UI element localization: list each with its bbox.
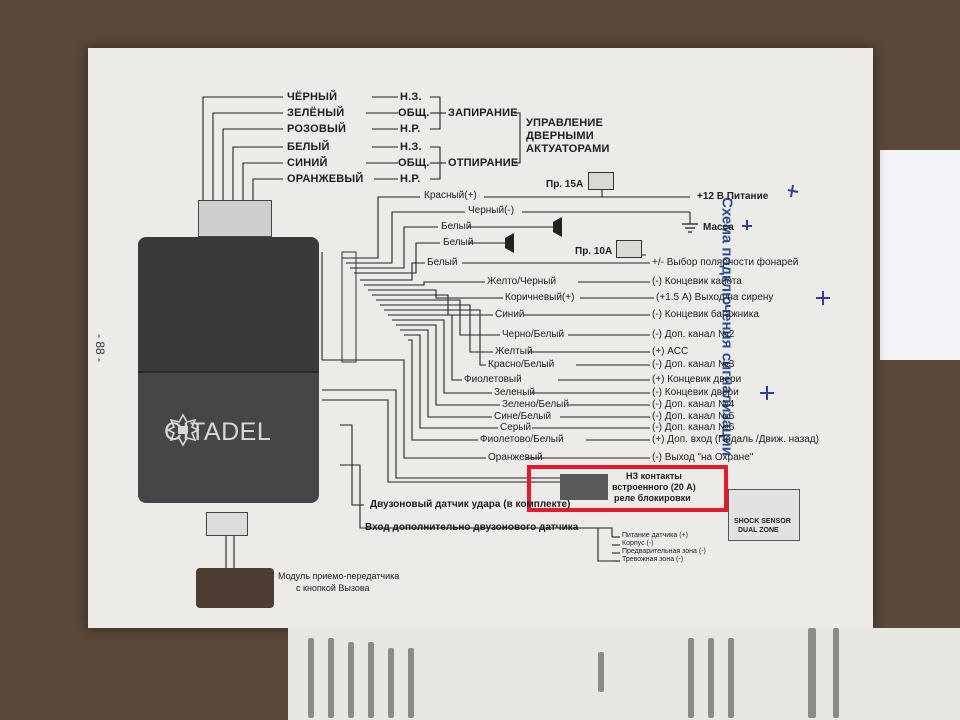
- sensor-pin-label: Питание датчика (+): [622, 532, 688, 539]
- wire-function: (+) Концевик двери: [652, 374, 742, 385]
- highlight-box: [527, 465, 728, 512]
- actuator-contact: Н.Р.: [400, 123, 421, 135]
- page-number: - 88 -: [93, 333, 108, 363]
- shock-sensor-box: [728, 489, 800, 541]
- lock-label: ЗАПИРАНИЕ: [448, 107, 518, 119]
- actuator-group-label: УПРАВЛЕНИЕ: [526, 117, 603, 129]
- wire-color: Желто/Черный: [487, 276, 557, 287]
- power-red-wire: Красный(+): [424, 190, 477, 201]
- wire-color: Фиолетовый: [464, 374, 522, 385]
- light-white-wire: Белый: [443, 237, 474, 248]
- wire-color: Сине/Белый: [494, 411, 552, 422]
- power-black-wire: Черный(-): [468, 205, 515, 216]
- wire-function: (-) Доп. канал №4: [652, 399, 735, 410]
- wire-function: (+1.5 А) Выход на сирену: [656, 292, 774, 303]
- citadel-logo-icon: [166, 413, 200, 447]
- wire-function: +/- Выбор полярности фонарей: [652, 257, 799, 268]
- actuator-wire-color: ЗЕЛЁНЫЙ: [287, 107, 345, 119]
- relay-note-line: реле блокировки: [614, 493, 691, 503]
- wire-color: Желтый: [495, 346, 533, 357]
- actuator-wire-color: РОЗОВЫЙ: [287, 123, 347, 135]
- wire-color: Черно/Белый: [502, 329, 565, 340]
- fuse-10a-icon: [616, 240, 642, 258]
- sensor-pin-label: Предварительная зона (-): [622, 548, 706, 555]
- actuator-wire-color: ЧЁРНЫЙ: [287, 91, 338, 103]
- wire-color: Оранжевый: [488, 452, 543, 463]
- actuator-contact: Н.З.: [400, 141, 422, 153]
- sensor-pin-label: Корпус (-): [622, 540, 654, 547]
- wire-function: (+) Доп. вход (Педаль /Движ. назад): [652, 434, 819, 445]
- wire-function: (+) АСС: [652, 346, 689, 357]
- relay-block: [560, 474, 608, 500]
- relay-note-line: НЗ контакты: [626, 471, 682, 481]
- wire-color: Красно/Белый: [488, 359, 555, 370]
- fuse-15a-label: Пр. 15А: [546, 179, 584, 190]
- shock-sensor-box-label: SHOCK SENSOR: [734, 518, 791, 525]
- bottom-connector: [206, 512, 248, 536]
- sensor-pin-label: Тревожная зона (-): [622, 556, 684, 563]
- alarm-unit-top: [138, 237, 319, 371]
- shock-sensor-input-label: Вход дополнительно двузонового датчика: [365, 522, 579, 533]
- actuator-contact: Н.З.: [400, 91, 422, 103]
- wire-function: (-) Концевик багажника: [652, 309, 759, 320]
- wire-function: (-) Доп. канал №3: [652, 359, 735, 370]
- background-monitor: [880, 150, 960, 360]
- shock-sensor-box-label: DUAL ZONE: [738, 527, 779, 534]
- fuse-10a-label: Пр. 10А: [575, 246, 613, 257]
- fuse-15a-icon: [588, 172, 614, 190]
- ground-label: Масса: [703, 222, 734, 233]
- actuator-wire-color: БЕЛЫЙ: [287, 141, 330, 153]
- top-harness-connector: [198, 200, 272, 237]
- alarm-unit-bottom: [138, 371, 319, 503]
- wire-function: (-) Доп. канал №5: [652, 411, 735, 422]
- wire-color: Фиолетово/Белый: [480, 434, 564, 445]
- actuator-group-label: ДВЕРНЫМИ: [526, 130, 594, 142]
- actuator-contact: ОБЩ.: [398, 107, 430, 119]
- actuator-contact: ОБЩ.: [398, 157, 430, 169]
- actuator-wire-color: СИНИЙ: [287, 157, 328, 169]
- transceiver-module: [196, 568, 274, 608]
- wire-color: Зеленый: [494, 387, 535, 398]
- actuator-wire-color: ОРАНЖЕВЫЙ: [287, 173, 364, 185]
- shock-sensor-label: Двузоновый датчик удара (в комплекте): [370, 499, 571, 510]
- next-page-edge: [288, 628, 960, 720]
- transceiver-label: Модуль приемо-передатчика: [278, 571, 400, 581]
- power-12v-label: +12 В Питание: [697, 191, 769, 202]
- wire-function: (-) Концевик двери: [652, 387, 739, 398]
- wire-color: Коричневый(+): [505, 292, 575, 303]
- actuator-contact: Н.Р.: [400, 173, 421, 185]
- wire-function: (-) Концевик капота: [652, 276, 742, 287]
- light-white-wire: Белый: [441, 221, 472, 232]
- wire-color: Белый: [427, 257, 458, 268]
- relay-note-line: встроенного (20 А): [612, 482, 696, 492]
- wire-function: (-) Доп. канал №6: [652, 422, 735, 433]
- actuator-group-label: АКТУАТОРАМИ: [526, 143, 610, 155]
- wire-function: (-) Доп. канал №2: [652, 329, 735, 340]
- wire-color: Серый: [500, 422, 532, 433]
- brand-logo-text: CITADEL: [164, 418, 272, 446]
- wire-color: Зелено/Белый: [502, 399, 569, 410]
- wire-color: Синий: [495, 309, 525, 320]
- transceiver-label: с кнопкой Вызова: [296, 583, 370, 593]
- unlock-label: ОТПИРАНИЕ: [448, 157, 519, 169]
- wire-function: (-) Выход "на Охране": [652, 452, 754, 463]
